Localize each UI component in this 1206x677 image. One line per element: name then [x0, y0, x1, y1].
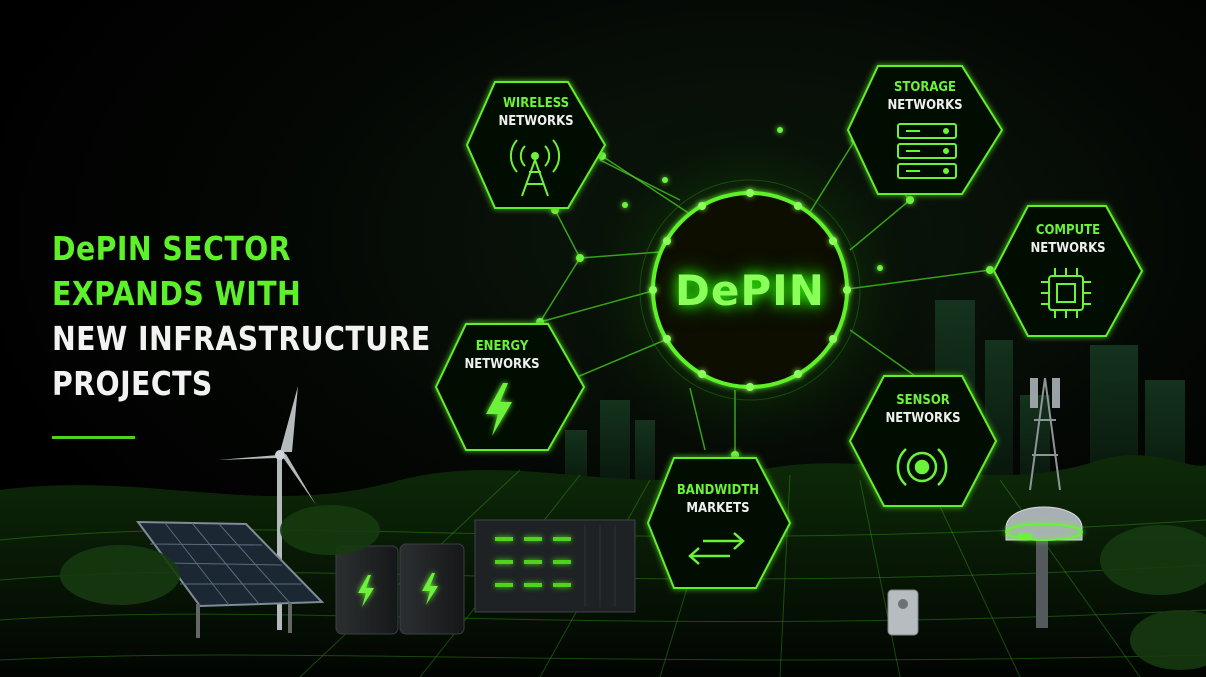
- network-dots: [536, 127, 994, 459]
- hex-energy: [434, 323, 586, 451]
- cell-tower-structure: [1029, 377, 1061, 491]
- wind-turbine: [218, 386, 316, 630]
- compute-label-line-1: COMPUTE: [1035, 223, 1101, 238]
- cell-tower-icon: [509, 139, 561, 197]
- compute-label-line-2: NETWORKS: [1030, 241, 1106, 256]
- sensor-networks-label: SENSOR NETWORKS: [865, 392, 982, 428]
- headline-line-4: PROJECTS: [52, 364, 213, 403]
- dome-sensor: [1005, 506, 1083, 628]
- lightning-bolt-icon: [486, 383, 512, 436]
- energy-label-line-1: ENERGY: [475, 339, 529, 354]
- cpu-chip-icon: [1041, 268, 1091, 318]
- battery-unit-right: [399, 543, 465, 635]
- headline-line-2: EXPANDS WITH: [52, 274, 302, 313]
- energy-networks-label: ENERGY NETWORKS: [444, 338, 561, 374]
- hex-compute: [992, 205, 1144, 337]
- foliage: [60, 505, 1206, 670]
- sensor-label-line-2: NETWORKS: [885, 411, 961, 426]
- hex-storage: [846, 65, 1004, 195]
- hub-nodes: [649, 189, 851, 391]
- storage-label-line-1: STORAGE: [893, 80, 957, 95]
- bandwidth-label-line-1: BANDWIDTH: [676, 483, 760, 498]
- ground-sensor-box: [887, 589, 919, 636]
- server-container: [474, 519, 636, 613]
- hex-sensor: [848, 375, 998, 507]
- headline-line-3: NEW INFRASTRUCTURE: [52, 319, 431, 358]
- headline: DePIN SECTOR EXPANDS WITH NEW INFRASTRUC…: [52, 226, 431, 406]
- storage-networks-label: STORAGE NETWORKS: [867, 79, 984, 115]
- wireless-label-line-1: WIRELESS: [502, 96, 570, 111]
- compute-networks-label: COMPUTE NETWORKS: [1010, 222, 1127, 258]
- server-rack-icon: [897, 123, 957, 179]
- sensor-target-icon: [896, 448, 948, 486]
- battery-unit-left: [335, 545, 399, 635]
- hub-label: DePIN: [675, 266, 825, 315]
- solar-panel: [135, 520, 325, 638]
- bandwidth-markets-label: BANDWIDTH MARKETS: [660, 482, 777, 518]
- headline-line-1: DePIN SECTOR: [52, 229, 291, 268]
- wireless-networks-label: WIRELESS NETWORKS: [478, 95, 595, 131]
- energy-label-line-2: NETWORKS: [464, 357, 540, 372]
- bandwidth-label-line-2: MARKETS: [686, 501, 750, 516]
- hex-bandwidth: [646, 457, 792, 589]
- wireless-label-line-2: NETWORKS: [498, 114, 574, 129]
- storage-label-line-2: NETWORKS: [887, 98, 963, 113]
- swap-arrows-icon: [688, 532, 745, 565]
- headline-underline: [52, 436, 135, 439]
- hex-wireless: [465, 81, 607, 209]
- sensor-label-line-1: SENSOR: [896, 393, 950, 408]
